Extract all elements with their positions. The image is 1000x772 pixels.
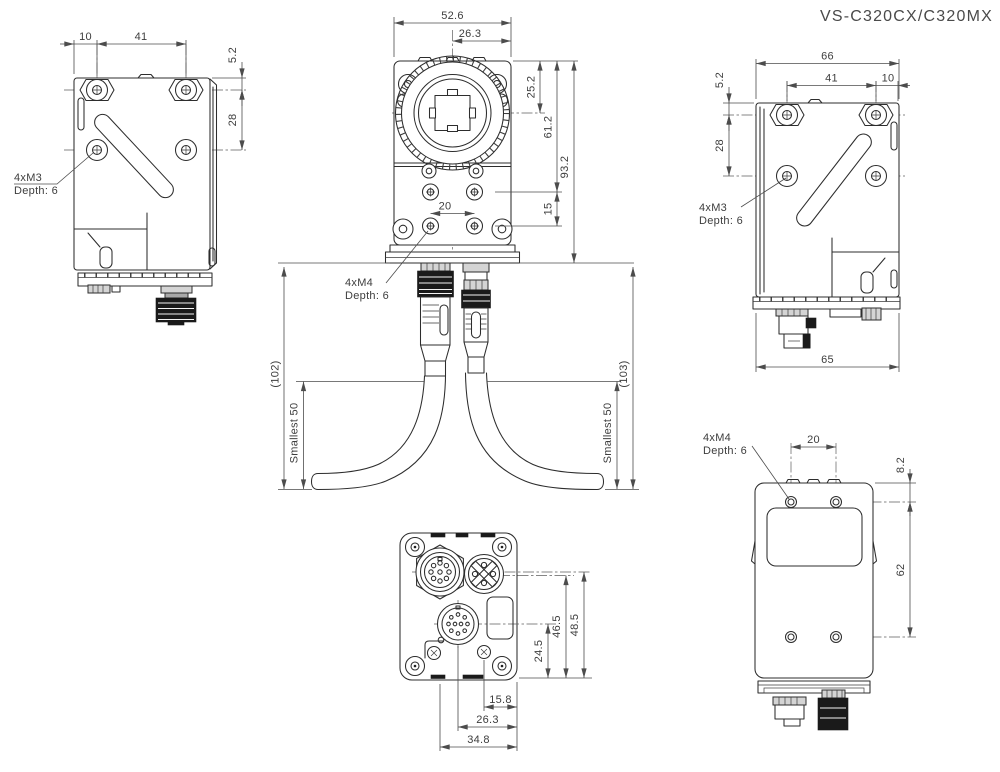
left-view-mount-holes — [85, 78, 198, 162]
dim-front-pitch-h: 20 — [439, 201, 452, 213]
view-front: 52.6 26.3 25.2 61.2 15 93.2 20 (102) Sma… — [270, 10, 639, 491]
note-front-depth: Depth: 6 — [345, 290, 389, 302]
dim-top-pitch: 20 — [807, 434, 820, 446]
right-view-dimensions: 66 41 10 5.2 28 65 4xM3 Depth: 6 — [699, 51, 910, 372]
dim-bottom-m12: 48.5 — [569, 614, 581, 637]
view-side-right: 66 41 10 5.2 28 65 4xM3 Depth: 6 — [699, 51, 910, 372]
front-connector-left — [417, 262, 454, 377]
front-cables — [310, 372, 605, 491]
dim-bottom-mid: 24.5 — [533, 640, 545, 663]
dim-front-bend-right: Smallest 50 — [602, 403, 614, 464]
dim-right-base: 65 — [821, 354, 834, 366]
note-front-thread: 4xM4 — [345, 277, 373, 289]
bottom-view-corner-screws — [404, 536, 513, 677]
view-top: 20 8.2 62 4xM4 Depth: 6 — [703, 432, 916, 731]
dim-right-span: 41 — [825, 73, 838, 85]
dim-top-edge: 8.2 — [895, 457, 907, 473]
dim-right-pitch: 28 — [714, 139, 726, 152]
dim-left-pitch: 28 — [227, 114, 239, 127]
note-left-thread: 4xM3 — [14, 172, 42, 184]
dim-right-width: 66 — [821, 51, 834, 63]
dim-bottom-mid-edge: 26.3 — [476, 714, 499, 726]
bottom-view-details — [424, 596, 514, 661]
dim-front-cable-left: (102) — [270, 360, 282, 387]
dim-front-bend-left: Smallest 50 — [289, 403, 301, 464]
bottom-view-io-connector — [436, 602, 480, 646]
dim-bottom-m12-edge: 34.8 — [467, 734, 490, 746]
dim-front-pitch-v: 15 — [543, 203, 555, 216]
top-view-holes — [784, 495, 843, 644]
right-view-base — [752, 296, 901, 349]
dim-front-cable-right: (103) — [618, 360, 630, 387]
top-view-base — [757, 680, 871, 731]
front-connector-right — [461, 262, 491, 374]
dim-bottom-x: 46.5 — [551, 615, 563, 638]
dim-right-top: 5.2 — [714, 72, 726, 88]
dim-top-span: 62 — [895, 564, 907, 577]
view-side-left: 10 41 5.2 28 4xM3 Depth: 6 — [14, 31, 246, 326]
bottom-view-dimensions: 48.5 46.5 24.5 15.8 26.3 34.8 — [439, 572, 592, 751]
dim-left-top: 5.2 — [227, 47, 239, 63]
bottom-view-x-coded-connector — [463, 553, 505, 595]
left-view-body — [73, 73, 218, 271]
front-lens-mount — [394, 55, 511, 171]
right-view-mount-holes — [775, 103, 888, 188]
dim-front-half-width: 26.3 — [459, 28, 482, 40]
dim-front-upper: 61.2 — [543, 116, 555, 139]
dim-left-span: 41 — [135, 31, 148, 43]
left-view-dimensions: 10 41 5.2 28 4xM3 Depth: 6 — [14, 31, 246, 197]
top-view-dimensions: 20 8.2 62 4xM4 Depth: 6 — [703, 432, 916, 637]
note-top-thread: 4xM4 — [703, 432, 731, 444]
note-right-thread: 4xM3 — [699, 202, 727, 214]
dim-front-lens-center: 25.2 — [526, 76, 538, 99]
dim-front-width: 52.6 — [441, 10, 464, 22]
left-view-base — [77, 272, 213, 326]
note-right-depth: Depth: 6 — [699, 215, 743, 227]
front-base — [384, 244, 521, 264]
top-view-body — [750, 478, 878, 679]
dim-right-offset: 10 — [882, 73, 895, 85]
bottom-view-m12-connector — [415, 544, 465, 600]
dim-front-total: 93.2 — [559, 156, 571, 179]
front-mount-holes — [392, 163, 513, 240]
note-top-depth: Depth: 6 — [703, 445, 747, 457]
view-bottom: 48.5 46.5 24.5 15.8 26.3 34.8 — [399, 532, 592, 751]
front-dimensions: 52.6 26.3 25.2 61.2 15 93.2 20 (102) Sma… — [270, 10, 639, 490]
dim-left-offset: 10 — [79, 31, 92, 43]
right-view-body — [755, 98, 900, 298]
dim-bottom-screw-edge: 15.8 — [489, 694, 512, 706]
drawing-title: VS-C320CX/C320MX — [820, 8, 993, 25]
note-left-depth: Depth: 6 — [14, 185, 58, 197]
